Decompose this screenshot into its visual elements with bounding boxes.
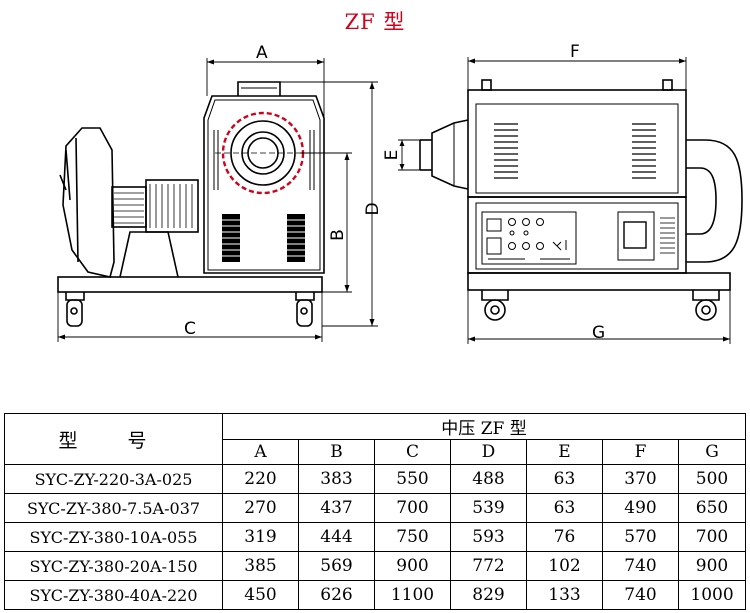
table-cell: 700 [677,522,747,552]
table-cell: 569 [298,551,375,581]
model-cell: SYC-ZY-380-10A-055 [4,522,223,552]
table-cell: 740 [602,580,679,610]
table-row: SYC-ZY-380-20A-150 385 569 900 772 102 7… [4,551,747,581]
table-cell: 437 [298,493,375,523]
dim-label-f: F [570,42,580,62]
technical-drawing: A C D B E F G [57,42,743,344]
table-cell: 626 [298,580,375,610]
table-cell: 444 [298,522,375,552]
table-cell: 829 [450,580,527,610]
table-cell: 270 [222,493,299,523]
table-cell: 550 [374,464,451,494]
model-cell: SYC-ZY-380-7.5A-037 [4,493,223,523]
table-cell: 900 [374,551,451,581]
table-cell: 102 [526,551,603,581]
table-cell: 450 [222,580,299,610]
table-cell: 385 [222,551,299,581]
table-row: SYC-ZY-220-3A-025 220 383 550 488 63 370… [4,464,747,494]
model-cell: SYC-ZY-380-40A-220 [4,580,223,610]
column-header: D [450,439,527,465]
dim-label-d: D [363,202,383,215]
left-view-drawing [57,58,378,342]
table-cell: 1100 [374,580,451,610]
dim-label-b: B [328,229,348,241]
table-cell: 488 [450,464,527,494]
column-header: C [374,439,451,465]
table-cell: 76 [526,522,603,552]
table-cell: 370 [602,464,679,494]
column-header: A [222,439,299,465]
table-cell: 220 [222,464,299,494]
table-cell: 63 [526,464,603,494]
page-title: ZF 型 [344,10,406,34]
table-cell: 490 [602,493,679,523]
model-cell: SYC-ZY-380-20A-150 [4,551,223,581]
column-header: E [526,439,603,465]
table-cell: 1000 [677,580,747,610]
spec-table: 型 号 中压 ZF 型 A B C D E F G SYC-ZY-220-3A-… [4,413,747,610]
table-cell: 63 [526,493,603,523]
table-cell: 500 [677,464,747,494]
table-row: SYC-ZY-380-7.5A-037 270 437 700 539 63 4… [4,493,747,523]
table-cell: 570 [602,522,679,552]
table-cell: 700 [374,493,451,523]
table-cell: 593 [450,522,527,552]
table-cell: 900 [677,551,747,581]
table-row: SYC-ZY-380-10A-055 319 444 750 593 76 57… [4,522,747,552]
dim-label-c: C [184,319,196,339]
table-row: SYC-ZY-380-40A-220 450 626 1100 829 133 … [4,580,747,610]
table-cell: 319 [222,522,299,552]
group-header: 中压 ZF 型 [221,413,747,440]
dim-label-g: G [592,323,605,343]
table-cell: 133 [526,580,603,610]
table-cell: 539 [450,493,527,523]
table-cell: 383 [298,464,375,494]
table-cell: 772 [450,551,527,581]
table-cell: 750 [374,522,451,552]
dim-label-a: A [256,43,268,63]
table-cell: 650 [677,493,747,523]
table-cell: 740 [602,551,679,581]
model-column-header: 型 号 [4,413,223,465]
column-header: F [602,439,679,465]
column-header: G [677,439,747,465]
dim-label-e: E [382,150,402,161]
right-view-drawing [398,57,743,344]
column-header: B [298,439,375,465]
model-cell: SYC-ZY-220-3A-025 [4,464,223,494]
